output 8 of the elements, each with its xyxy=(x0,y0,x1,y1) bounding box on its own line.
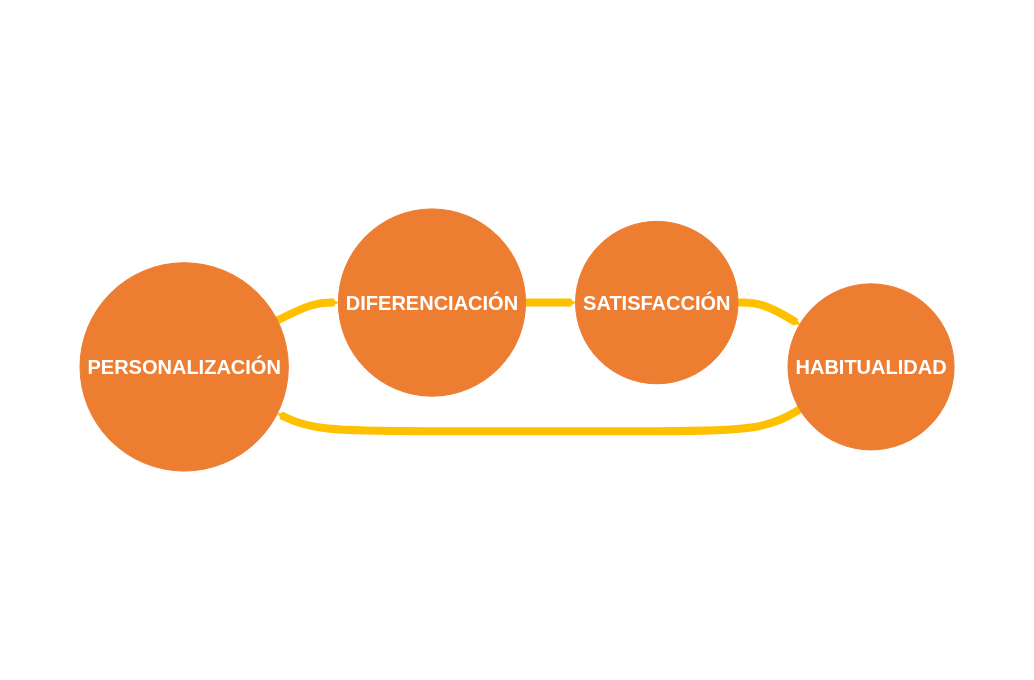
arrow xyxy=(525,298,576,307)
node-circle: SATISFACCIÓN xyxy=(575,220,739,385)
node-circle: DIFERENCIACIÓN xyxy=(337,208,527,397)
arrow xyxy=(277,405,802,436)
arrow xyxy=(737,298,801,326)
node-circle: HABITUALIDAD xyxy=(787,283,955,451)
arrow xyxy=(275,298,339,325)
node-circle: PERSONALIZACIÓN xyxy=(79,262,289,472)
